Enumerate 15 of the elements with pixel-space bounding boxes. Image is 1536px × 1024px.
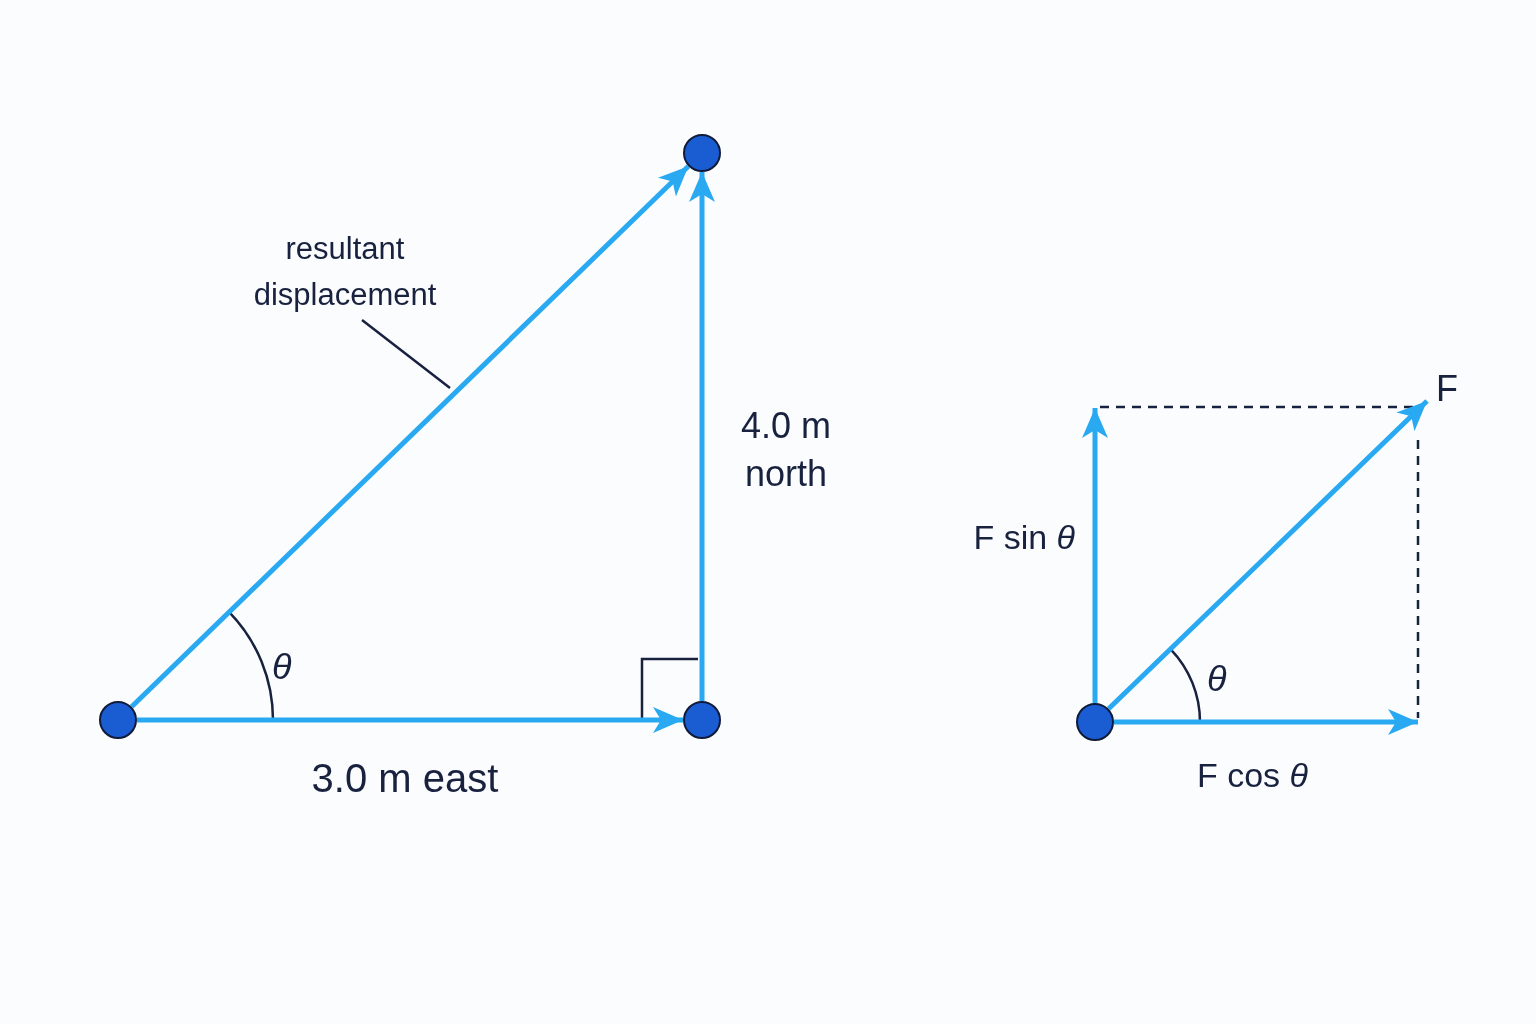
arrow xyxy=(1114,709,1418,735)
edge-label: F cos θ xyxy=(1196,755,1309,796)
leader-line xyxy=(361,319,451,389)
arrow xyxy=(689,172,715,701)
arrow xyxy=(1106,399,1429,711)
arrow xyxy=(137,707,683,733)
edge-label: 4.0 m north xyxy=(739,404,832,496)
angle-label: θ xyxy=(1207,657,1227,701)
arrow xyxy=(1082,408,1108,703)
arrow xyxy=(129,164,691,709)
edge-label: F sin θ xyxy=(972,517,1075,558)
edge-label: 3.0 m east xyxy=(310,755,500,802)
vector-label: resultant displacement xyxy=(252,230,438,314)
edge-label: F xyxy=(1436,367,1458,411)
angle-label: θ xyxy=(272,645,292,689)
